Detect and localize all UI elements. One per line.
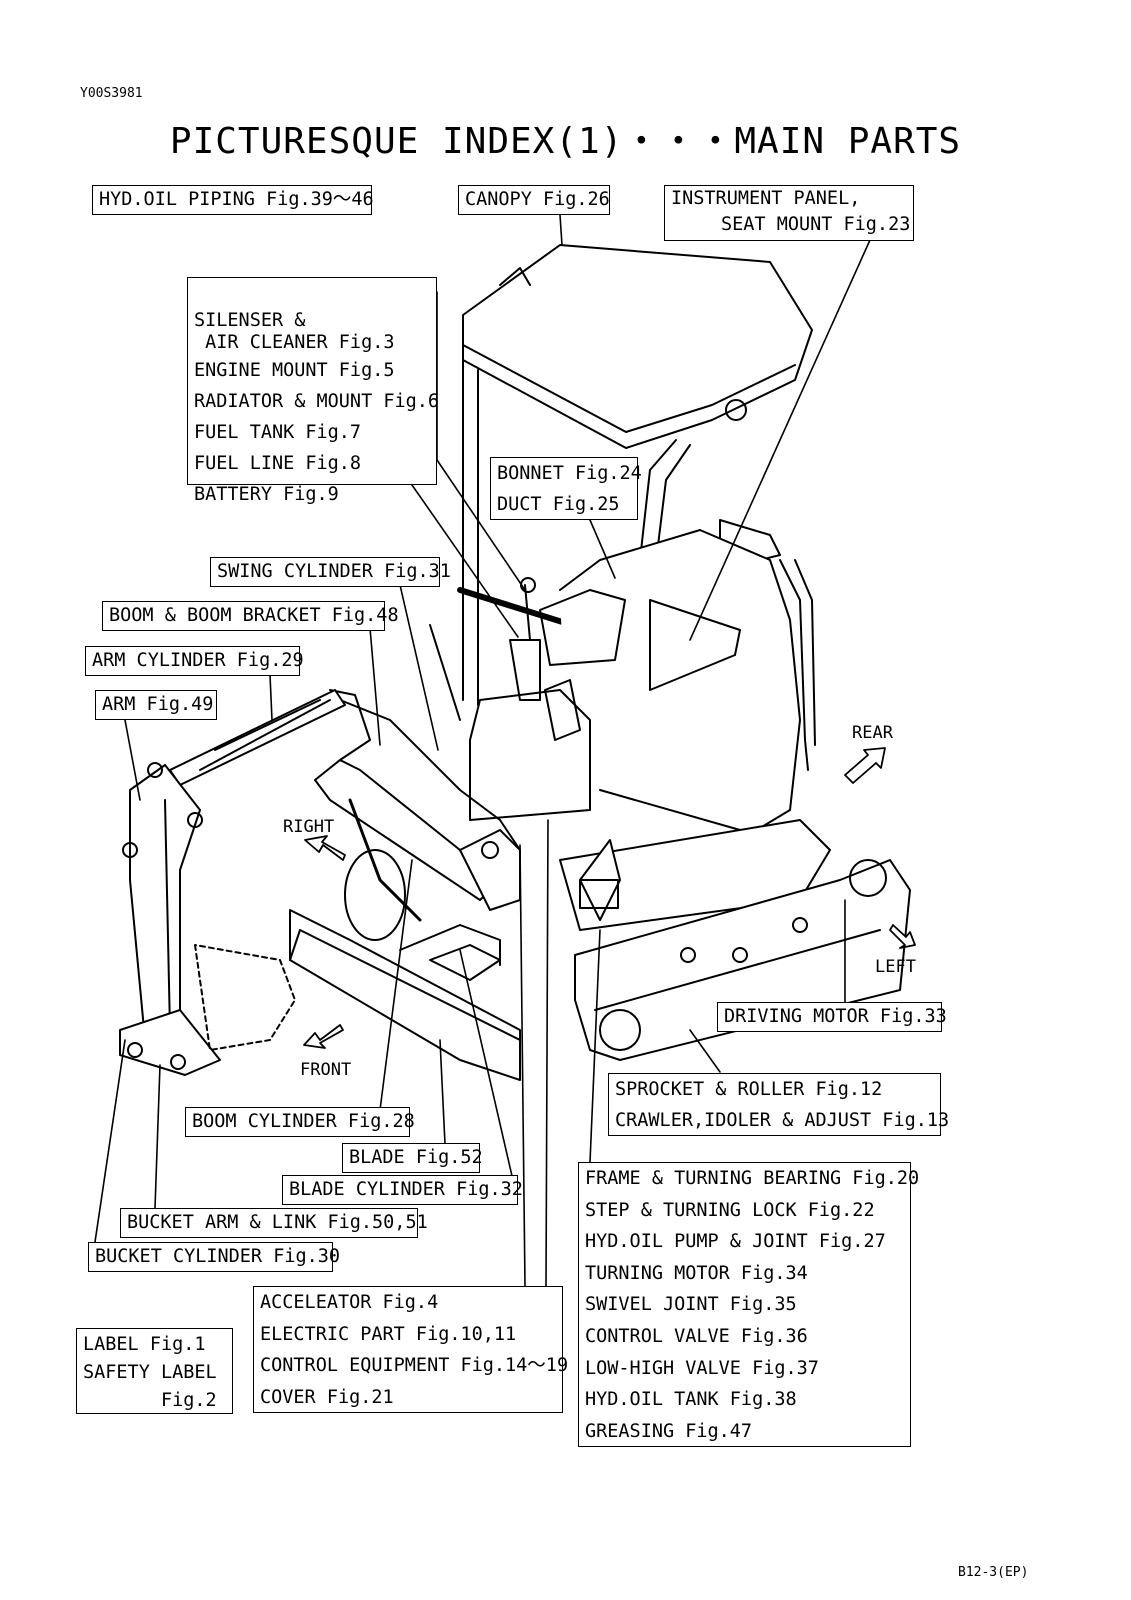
callout-boom-bracket: BOOM & BOOM BRACKET Fig.48 <box>102 601 399 631</box>
callout-arm-cylinder: ARM CYLINDER Fig.29 <box>85 646 304 676</box>
bucket-drawing <box>119 944 296 1076</box>
canopy-roof <box>462 244 813 449</box>
callout-canopy: CANOPY Fig.26 <box>458 185 610 215</box>
callout-driving-motor: DRIVING MOTOR Fig.33 <box>717 1002 947 1032</box>
callout-blade: BLADE Fig.52 <box>342 1143 483 1173</box>
leader-lines <box>94 214 871 1287</box>
page-number: B12-3(EP) <box>958 1565 1029 1580</box>
control-levers <box>429 577 591 821</box>
left-label: LEFT <box>875 957 916 977</box>
page-title: PICTURESQUE INDEX(1)・・・MAIN PARTS <box>169 121 962 162</box>
callout-hyd-oil-piping: HYD.OIL PIPING Fig.39～46 <box>92 185 374 215</box>
callout-arm: ARM Fig.49 <box>95 690 217 720</box>
callout-instrument-panel: INSTRUMENT PANEL,SEAT MOUNT Fig.23 <box>664 185 914 241</box>
doc-id: Y00S3981 <box>80 86 143 101</box>
boom-drawing <box>314 689 521 922</box>
callout-swing-cylinder: SWING CYLINDER Fig.31 <box>210 557 451 587</box>
front-label: FRONT <box>300 1060 352 1080</box>
callout-blade-cylinder: BLADE CYLINDER Fig.32 <box>282 1175 523 1205</box>
arm-drawing <box>122 699 331 1041</box>
undercarriage <box>559 819 911 1061</box>
right-label: RIGHT <box>283 817 335 837</box>
callout-bucket-arm: BUCKET ARM & LINK Fig.50,51 <box>120 1208 428 1238</box>
rear-label: REAR <box>852 723 893 743</box>
callout-boom-cylinder: BOOM CYLINDER Fig.28 <box>185 1107 415 1137</box>
direction-arrows <box>303 747 916 1049</box>
blade-drawing <box>289 849 521 1081</box>
callout-bucket-cylinder: BUCKET CYLINDER Fig.30 <box>88 1242 340 1272</box>
